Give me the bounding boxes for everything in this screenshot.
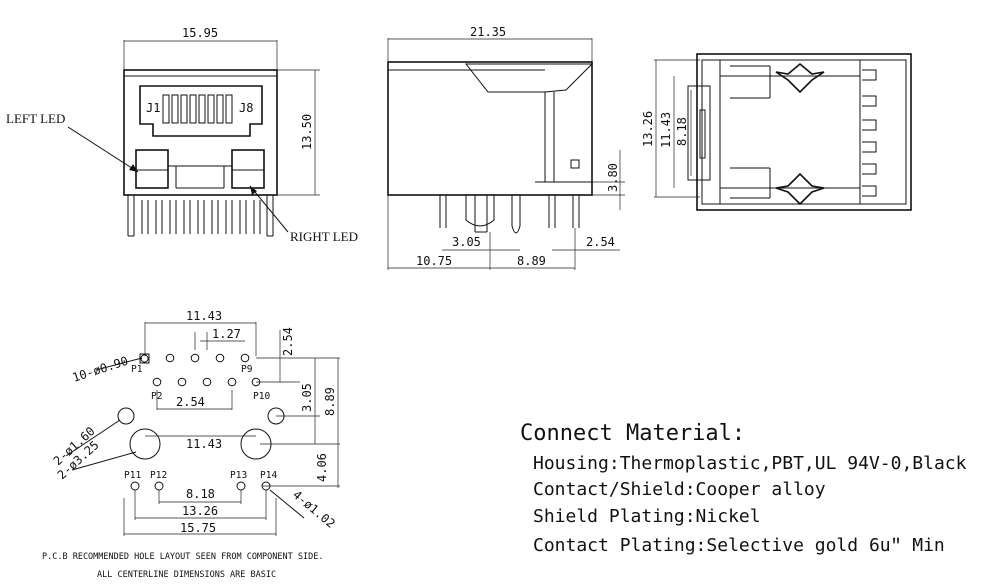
pcb-dim-818: 8.18 [186, 487, 215, 501]
left-led-window [135, 149, 169, 189]
right-led-label: RIGHT LED [290, 229, 358, 244]
pin-j8-label: J8 [239, 101, 253, 115]
pin-p11-label: P11 [124, 470, 141, 481]
side-dim-305: 3.05 [452, 235, 481, 249]
top-dim-818: 8.18 [675, 117, 689, 146]
pin-p10-label: P10 [253, 391, 270, 402]
left-led-label: LEFT LED [6, 111, 65, 126]
side-view: 21.35 3.80 3.05 2.54 10.75 8.89 [387, 25, 625, 270]
pcb-dim-1326: 13.26 [182, 504, 218, 518]
side-length-dim: 21.35 [470, 25, 506, 39]
front-height-dim: 13.50 [300, 114, 314, 150]
mounting-hole-small-left [117, 407, 135, 425]
pcb-dim-254-mid: 2.54 [176, 395, 205, 409]
pcb-dim-406: 4.06 [315, 453, 329, 482]
materials-contact-shield: Contact/Shield:Cooper alloy [533, 479, 826, 500]
top-dim-1143: 11.43 [659, 112, 673, 148]
materials-shield-plating: Shield Plating:Nickel [533, 506, 761, 527]
side-dim-889: 8.89 [517, 254, 546, 268]
side-standoff-dim: 3.80 [606, 163, 620, 192]
front-pins [127, 195, 274, 237]
mounting-hole-large-right [240, 428, 272, 460]
pcb-dim-1143-mid: 11.43 [186, 437, 222, 451]
top-view: 13.26 11.43 8.18 [641, 53, 912, 211]
pcb-dim-1575: 15.75 [180, 521, 216, 535]
pin-j1-label: J1 [146, 101, 160, 115]
pcb-dim-127: 1.27 [212, 327, 241, 341]
front-view: 15.95 J1 J8 [6, 26, 358, 244]
pcb-dim-889: 8.89 [323, 387, 337, 416]
side-dim-254: 2.54 [586, 235, 615, 249]
right-led-window [231, 149, 265, 189]
front-width-dim: 15.95 [182, 26, 218, 40]
pcb-dim-254-right: 2.54 [281, 327, 295, 356]
mounting-hole-small-right [267, 407, 285, 425]
pcb-layout: 11.43 1.27 2.54 P1 P9 P2 P10 10-ø0.90 [42, 309, 340, 580]
materials-block: Connect Material: Housing:Thermoplastic,… [520, 421, 967, 556]
mounting-hole-large-left [129, 428, 161, 460]
materials-title: Connect Material: [520, 421, 745, 446]
materials-contact-plating: Contact Plating:Selective gold 6uʺ Min [533, 535, 945, 556]
side-dim-1075: 10.75 [416, 254, 452, 268]
pin-p14-label: P14 [260, 470, 277, 481]
pin-p1-label: P1 [131, 364, 143, 375]
materials-housing: Housing:Thermoplastic,PBT,UL 94V-0,Black [533, 453, 967, 474]
pin-p9-label: P9 [241, 364, 253, 375]
pin-p13-label: P13 [230, 470, 247, 481]
pcb-note-line1: P.C.B RECOMMENDED HOLE LAYOUT SEEN FROM … [42, 552, 323, 562]
contact-fingers [162, 94, 233, 124]
pin-p12-label: P12 [150, 470, 167, 481]
top-dim-1326: 13.26 [641, 111, 655, 147]
pcb-dim-1143-top: 11.43 [186, 309, 222, 323]
pcb-dim-305: 3.05 [300, 383, 314, 412]
pcb-note-line2: ALL CENTERLINE DIMENSIONS ARE BASIC [97, 570, 276, 580]
pcb-dim-102: 4-ø1.02 [290, 488, 338, 531]
